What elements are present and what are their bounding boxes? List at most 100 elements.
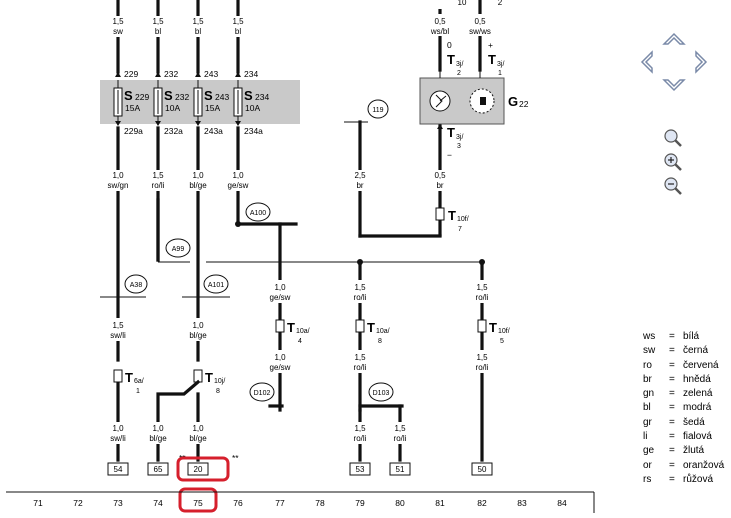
- legend-row: sw=černá: [643, 345, 709, 357]
- terminal-243a: 243a: [204, 126, 223, 136]
- t3j-right-pin: 1: [498, 70, 502, 77]
- zoom-in-icon[interactable]: [664, 153, 682, 171]
- fuse-output-terminals: 229a 232a 243a 234a: [115, 121, 263, 136]
- fuse-letter: S: [124, 88, 133, 103]
- t3j-left-letter: T: [447, 52, 455, 67]
- fuse-s229: S 229 15A: [113, 80, 149, 124]
- wire-gauge: 0,5: [434, 17, 446, 26]
- terminal-232: 232: [164, 69, 178, 79]
- legend-row: rs=růžová: [643, 473, 714, 485]
- wire-color: ro/li: [394, 434, 407, 443]
- grid-num: 75: [193, 498, 203, 508]
- fuse-s234: S 234 10A: [233, 80, 269, 124]
- wire-color: sw/li: [110, 434, 126, 443]
- wire-gauge: 1,5: [112, 321, 124, 330]
- wire-color: ro/li: [354, 363, 367, 372]
- fuse-letter: S: [244, 88, 253, 103]
- wire-color: ge/sw: [270, 363, 291, 372]
- fuse-s232: S 232 10A: [153, 80, 189, 124]
- grid-num: 78: [315, 498, 325, 508]
- fuse-number: 234: [255, 92, 269, 102]
- grid-num: 82: [477, 498, 487, 508]
- wire-gauge: 1,0: [192, 171, 204, 180]
- t3j-left-pin: 2: [457, 70, 461, 77]
- t3j-bottom-letter: T: [447, 125, 455, 140]
- wire-color: sw/gn: [108, 181, 129, 190]
- fuse-input-terminals: 229 232 243 234: [115, 69, 258, 79]
- legend-row: br=hnědá: [643, 373, 711, 385]
- g22-pin-0: 0: [447, 40, 452, 50]
- g22-letter: G: [508, 94, 518, 109]
- wire-gauge: 1,5: [192, 17, 204, 26]
- fuse-number: 243: [215, 92, 229, 102]
- arrow-right-icon[interactable]: [695, 50, 708, 74]
- wire-gauge: 1,5: [112, 17, 124, 26]
- legend-row: gr=šedá: [643, 416, 705, 428]
- t10a-right-sub: 10a/: [376, 328, 390, 335]
- terminal-234: 234: [244, 69, 258, 79]
- fuse-amperage: 10A: [245, 103, 260, 113]
- highlight-box-75: [178, 487, 218, 513]
- highlight-box-20: [176, 456, 230, 482]
- wire-gauge: 1,5: [476, 283, 488, 292]
- wire-color: bl: [195, 27, 201, 36]
- wire-color: sw/ws: [469, 27, 491, 36]
- g22-pin-plus: +: [488, 40, 493, 50]
- grid-num: 81: [435, 498, 445, 508]
- fuse-letter: S: [204, 88, 213, 103]
- wire-color: bl: [155, 27, 161, 36]
- wire-color: bl/ge: [189, 434, 207, 443]
- legend-row: ro=červená: [643, 359, 719, 371]
- wire-color: ro/li: [354, 434, 367, 443]
- wire-gauge: 0,5: [474, 17, 486, 26]
- wire-gauge: 1,0: [232, 171, 244, 180]
- wire-gauge: 1,5: [152, 17, 164, 26]
- wire-color: sw: [113, 27, 123, 36]
- marker-a101: A101: [208, 282, 224, 289]
- wire-gauge: 1,5: [394, 424, 406, 433]
- wire-color: ro/li: [354, 293, 367, 302]
- wire-gauge: 1,0: [192, 321, 204, 330]
- t6a-sub: 6a/: [134, 378, 144, 385]
- wire-gauge: 1,0: [152, 424, 164, 433]
- g22-top-num-right: 2: [498, 0, 503, 7]
- fuse-s243: S 243 15A: [193, 80, 229, 124]
- box-54: 54: [114, 465, 123, 474]
- t10a-left-sub: 10a/: [296, 328, 310, 335]
- grid-num: 84: [557, 498, 567, 508]
- wire-color: ws/bl: [430, 27, 449, 36]
- terminal-229: 229: [124, 69, 138, 79]
- grid-num: 77: [275, 498, 285, 508]
- grid-num: 72: [73, 498, 83, 508]
- wire-color: ro/li: [476, 293, 489, 302]
- arrow-down-icon[interactable]: [662, 79, 686, 92]
- t10j-sub: 10j/: [214, 378, 225, 385]
- terminal-243: 243: [204, 69, 218, 79]
- t6a-pin: 1: [136, 388, 140, 395]
- t10a-right-letter: T: [367, 320, 375, 335]
- fuse-amperage: 10A: [165, 103, 180, 113]
- marker-a99: A99: [172, 246, 185, 253]
- wire-color: br: [436, 181, 443, 190]
- wire-gauge: 1,0: [112, 171, 124, 180]
- wire-gauge: 1,0: [274, 353, 286, 362]
- wire-gauge: 0,5: [434, 171, 446, 180]
- wire-gauge: 1,5: [354, 424, 366, 433]
- t10f-upper-letter: T: [448, 208, 456, 223]
- terminal-234a: 234a: [244, 126, 263, 136]
- wire-gauge: 1,0: [192, 424, 204, 433]
- t10a-right-pin: 8: [378, 338, 382, 345]
- marker-a100: A100: [250, 210, 266, 217]
- g22-sender-component: G 22: [419, 77, 529, 125]
- zoom-out-icon[interactable]: [664, 177, 682, 195]
- box-20: 20: [194, 465, 203, 474]
- box-53: 53: [356, 465, 365, 474]
- stars-right: **: [232, 453, 239, 463]
- arrow-left-icon[interactable]: [640, 50, 653, 74]
- legend-row: bl=modrá: [643, 402, 712, 414]
- arrow-up-icon[interactable]: [662, 32, 686, 45]
- fuse-number: 229: [135, 92, 149, 102]
- t3j-bottom-pin: 3: [457, 143, 461, 150]
- grid-num: 76: [233, 498, 243, 508]
- zoom-reset-icon[interactable]: [664, 129, 682, 147]
